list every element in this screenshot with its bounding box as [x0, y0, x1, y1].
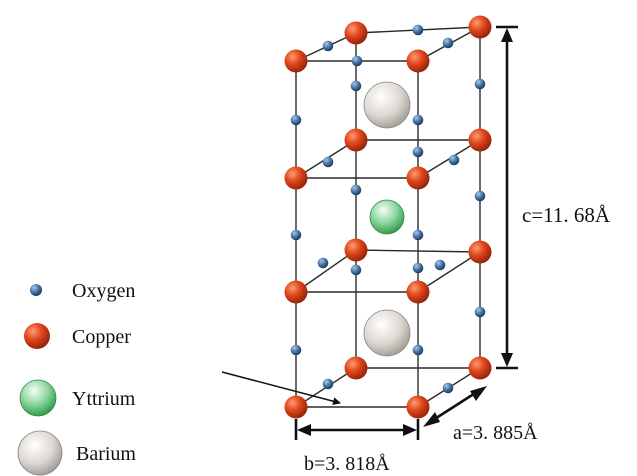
- oxygen-atom: [412, 262, 424, 274]
- oxygen-atom: [322, 378, 334, 390]
- barium-atom: [363, 309, 411, 357]
- oxygen-atom: [412, 114, 424, 126]
- oxygen-atom: [474, 190, 486, 202]
- oxygen-atom: [412, 344, 424, 356]
- copper-atom: [468, 356, 492, 380]
- legend-yttrium-label: Yttrium: [72, 388, 136, 410]
- oxygen-atom: [322, 156, 334, 168]
- copper-atoms: [284, 15, 492, 419]
- oxygen-atom: [474, 78, 486, 90]
- oxygen-atom: [442, 382, 454, 394]
- copper-atom: [468, 15, 492, 39]
- oxygen-atom: [322, 40, 334, 52]
- copper-atom: [344, 356, 368, 380]
- oxygen-atom: [434, 259, 446, 271]
- oxygen-atom: [350, 184, 362, 196]
- barium-atoms: [363, 81, 411, 357]
- oxygen-atom: [351, 55, 363, 67]
- copper-atom: [284, 166, 308, 190]
- oxygen-atom: [290, 114, 302, 126]
- copper-atom: [468, 240, 492, 264]
- legend-copper-label: Copper: [72, 326, 131, 348]
- oxygen-atoms: [290, 24, 486, 394]
- legend: Oxygen Copper Yttrium Barium: [17, 280, 136, 476]
- legend-oxygen-label: Oxygen: [72, 280, 135, 302]
- oxygen-atom: [350, 264, 362, 276]
- c-dimension: [496, 25, 518, 370]
- oxygen-atom: [290, 344, 302, 356]
- a-dimension-label: a=3. 885Å: [453, 422, 538, 444]
- copper-atom: [284, 395, 308, 419]
- oxygen-atom: [412, 24, 424, 36]
- oxygen-atom: [350, 80, 362, 92]
- copper-atom: [284, 49, 308, 73]
- barium-atom: [363, 81, 411, 129]
- oxygen-atom: [412, 229, 424, 241]
- oxygen-atom: [412, 146, 424, 158]
- legend-oxygen-icon: [30, 284, 42, 296]
- oxygen-atom: [317, 257, 329, 269]
- b-dimension: [294, 419, 420, 440]
- legend-barium-label: Barium: [76, 443, 136, 465]
- legend-barium-icon: [17, 430, 63, 476]
- c-dimension-label: c=11. 68Å: [522, 203, 611, 227]
- copper-atom: [344, 238, 368, 262]
- yttrium-atom: [369, 199, 405, 235]
- copper-atom: [344, 21, 368, 45]
- legend-yttrium-icon: [19, 379, 57, 417]
- oxygen-atom: [442, 37, 454, 49]
- copper-atom: [406, 166, 430, 190]
- oxygen-atom: [290, 229, 302, 241]
- oxygen-atom: [474, 306, 486, 318]
- legend-copper-icon: [24, 323, 50, 349]
- copper-atom: [284, 280, 308, 304]
- pointer-arrow: [221, 371, 341, 406]
- copper-atom: [406, 280, 430, 304]
- copper-atom: [406, 49, 430, 73]
- b-dimension-label: b=3. 818Å: [304, 453, 390, 475]
- oxygen-atom: [448, 154, 460, 166]
- copper-atom: [344, 128, 368, 152]
- copper-atom: [406, 395, 430, 419]
- a-dimension: [423, 386, 487, 427]
- copper-atom: [468, 128, 492, 152]
